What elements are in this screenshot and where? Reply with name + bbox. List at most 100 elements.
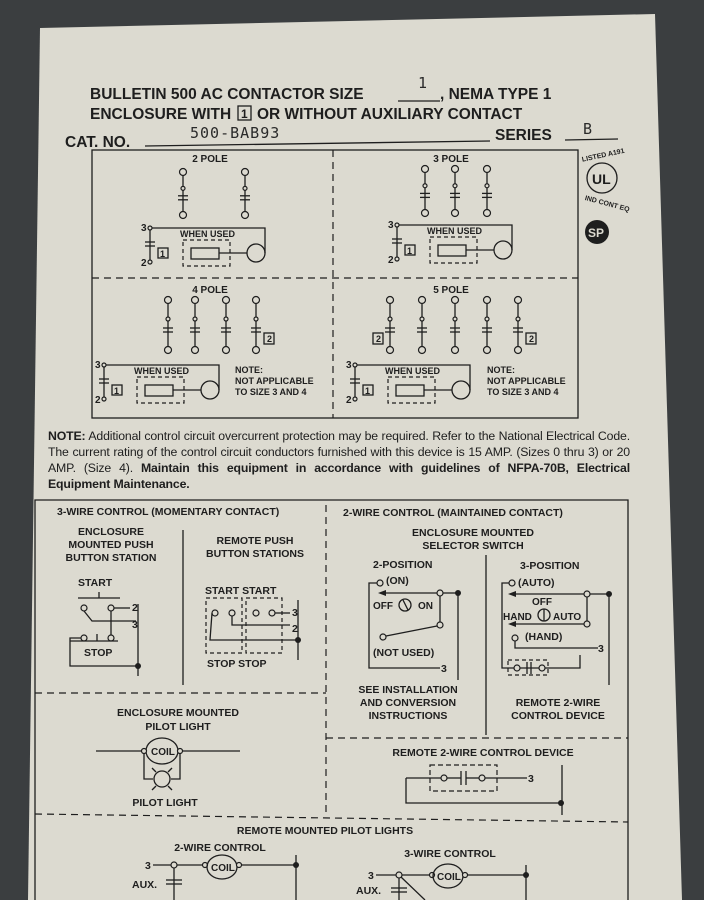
paper-sheet bbox=[28, 14, 682, 900]
pole-note: NOTE: bbox=[235, 365, 263, 375]
terminal-3: 3 bbox=[346, 360, 352, 371]
pole-contact bbox=[450, 164, 460, 218]
aux-box-number: 1 bbox=[241, 107, 248, 121]
csa-mark: SP bbox=[588, 226, 604, 240]
aux-box-number: 1 bbox=[160, 249, 165, 259]
coil-label: COIL bbox=[151, 747, 175, 758]
auto-label: AUTO bbox=[553, 612, 581, 623]
see-instructions: SEE INSTALLATION bbox=[358, 684, 457, 696]
pole-contact bbox=[190, 295, 200, 355]
selector-label: SELECTOR SWITCH bbox=[422, 540, 523, 552]
terminal-3: 3 bbox=[292, 607, 298, 619]
pole-contact bbox=[251, 295, 261, 355]
terminal-3: 3 bbox=[141, 223, 147, 234]
on-label: (ON) bbox=[386, 575, 409, 587]
remote-push-label: REMOTE PUSH bbox=[216, 535, 293, 547]
pole-note: TO SIZE 3 AND 4 bbox=[235, 387, 307, 397]
pole-contact bbox=[178, 167, 188, 220]
aux-label: AUX. bbox=[132, 879, 157, 891]
pole-title: 4 POLE bbox=[192, 285, 228, 296]
pole-note: NOT APPLICABLE bbox=[235, 376, 314, 386]
enc-push-label: MOUNTED PUSH bbox=[68, 539, 153, 551]
title-line2-b: OR WITHOUT AUXILIARY CONTACT bbox=[257, 106, 523, 123]
pole-box bbox=[263, 332, 275, 345]
cat-no-value: 500-BAB93 bbox=[190, 124, 280, 142]
terminal-3: 3 bbox=[598, 643, 604, 655]
hand-label: HAND bbox=[503, 612, 532, 623]
csa-logo: SP bbox=[585, 220, 609, 244]
terminal-3: 3 bbox=[368, 870, 374, 882]
pole-contact bbox=[385, 295, 395, 355]
pole-box-number: 2 bbox=[376, 334, 381, 344]
on-label: ON bbox=[418, 601, 433, 612]
terminal-2: 2 bbox=[292, 623, 298, 635]
wiring-diagrams: 3-WIRE CONTROL (MOMENTARY CONTACT) 2-WIR… bbox=[34, 499, 629, 900]
start-label: START bbox=[78, 577, 113, 589]
pole-diagram-4: 4 POLE 2 3 2 1 WHEN USED NOTE:NOT APPLICABLETO… bbox=[95, 285, 314, 406]
when-used-label: WHEN USED bbox=[385, 366, 441, 376]
remote2-label: REMOTE 2-WIRE bbox=[516, 697, 601, 709]
two-wire-header: 2-WIRE CONTROL (MAINTAINED CONTACT) bbox=[343, 507, 563, 519]
enc-push-label: ENCLOSURE bbox=[78, 526, 144, 538]
aux-label: AUX. bbox=[356, 885, 381, 897]
terminal-2: 2 bbox=[346, 395, 352, 406]
not-used-label: (NOT USED) bbox=[373, 647, 434, 659]
aux-box-number: 1 bbox=[365, 386, 370, 396]
pole-diagram-box bbox=[91, 149, 579, 419]
pole-box-number: 2 bbox=[267, 334, 272, 344]
see-instructions: INSTRUCTIONS bbox=[369, 710, 448, 722]
pole-note: NOT APPLICABLE bbox=[487, 376, 566, 386]
pilot-label: PILOT LIGHT bbox=[145, 721, 211, 733]
hand-paren-label: (HAND) bbox=[525, 631, 562, 643]
terminal-3: 3 bbox=[132, 619, 138, 631]
auto-label: (AUTO) bbox=[518, 577, 555, 589]
pilot-label: ENCLOSURE MOUNTED bbox=[117, 707, 239, 719]
pole-title: 5 POLE bbox=[433, 285, 469, 296]
header: BULLETIN 500 AC CONTACTOR SIZE 1 , NEMA … bbox=[65, 74, 619, 151]
pole-note: NOTE: bbox=[487, 365, 515, 375]
aux-contact: 3 2 1 WHEN USED bbox=[346, 360, 471, 406]
start-start-label: START START bbox=[205, 585, 277, 597]
terminal-3: 3 bbox=[441, 663, 447, 675]
two-position-label: 2-POSITION bbox=[373, 559, 433, 571]
terminal-2: 2 bbox=[132, 602, 138, 614]
note-text: Additional control circuit overcurrent p… bbox=[48, 429, 630, 475]
terminal-3: 3 bbox=[388, 220, 394, 231]
three-wire-header: 3-WIRE CONTROL (MOMENTARY CONTACT) bbox=[57, 506, 279, 518]
stop-stop-label: STOP STOP bbox=[207, 658, 267, 670]
remote-push-label: BUTTON STATIONS bbox=[206, 548, 304, 560]
cat-no-label: CAT. NO. bbox=[65, 134, 130, 151]
pole-contact bbox=[513, 295, 523, 355]
title-line1-b: , NEMA TYPE 1 bbox=[440, 86, 552, 103]
off-label: OFF bbox=[373, 601, 393, 612]
pole-contact bbox=[482, 295, 492, 355]
enc-push-label: BUTTON STATION bbox=[66, 552, 157, 564]
series-value: B bbox=[583, 120, 593, 138]
pole-title: 2 POLE bbox=[192, 154, 228, 165]
stop-label: STOP bbox=[84, 647, 112, 659]
aux-box-number: 1 bbox=[407, 246, 412, 256]
when-used-label: WHEN USED bbox=[180, 229, 236, 239]
pole-contact bbox=[450, 295, 460, 355]
pole-contact bbox=[420, 164, 430, 218]
terminal-2: 2 bbox=[388, 255, 394, 266]
aux-box-number: 1 bbox=[114, 386, 119, 396]
off-label: OFF bbox=[532, 597, 552, 608]
pole-box bbox=[372, 332, 384, 345]
pole-contact bbox=[221, 295, 231, 355]
aux-box bbox=[237, 105, 252, 121]
pole-contact bbox=[163, 295, 173, 355]
when-used-label: WHEN USED bbox=[134, 366, 190, 376]
terminal-3: 3 bbox=[95, 360, 101, 371]
terminal-2: 2 bbox=[95, 395, 101, 406]
terminal-3: 3 bbox=[145, 860, 151, 872]
selector-label: ENCLOSURE MOUNTED bbox=[412, 527, 534, 539]
see-instructions: AND CONVERSION bbox=[360, 697, 456, 709]
remote2-label: CONTROL DEVICE bbox=[511, 710, 605, 722]
